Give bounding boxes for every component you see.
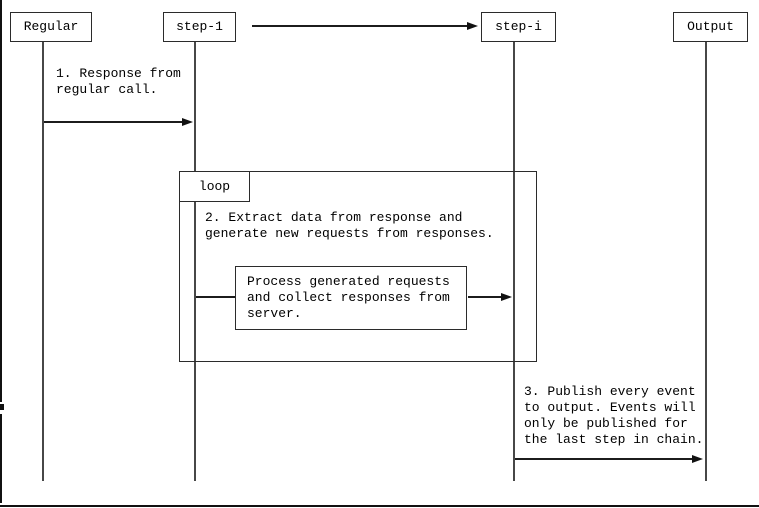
process-box: Process generated requests and collect r…	[235, 266, 467, 330]
bottom-border	[0, 505, 759, 507]
participant-label-regular: Regular	[23, 19, 79, 34]
note-response-from-regular: 1. Response from regular call.	[56, 66, 181, 97]
message-3-arrow-head-icon	[692, 454, 703, 463]
left-border	[0, 0, 2, 503]
lifeline-step-1	[194, 42, 196, 481]
header-arrow-head-icon	[467, 21, 478, 30]
note-publish-events: 3. Publish every event to output. Events…	[524, 384, 704, 447]
process-out-line	[468, 296, 502, 298]
loop-label-box: loop	[179, 171, 250, 202]
participant-box-regular: Regular	[10, 12, 92, 42]
process-out-arrow-head-icon	[501, 292, 512, 301]
header-arrow-line	[252, 25, 467, 27]
lifeline-step-i	[513, 42, 515, 481]
participant-label-step-i: step-i	[495, 19, 542, 34]
loop-frame	[179, 171, 537, 362]
participant-box-output: Output	[673, 12, 748, 42]
participant-box-step-i: step-i	[481, 12, 556, 42]
lifeline-output	[705, 42, 707, 481]
note-extract-data: 2. Extract data from response and genera…	[205, 210, 494, 241]
message-1-line	[44, 121, 182, 123]
participant-label-step-1: step-1	[176, 19, 223, 34]
participant-box-step-1: step-1	[163, 12, 236, 42]
process-in-line	[196, 296, 235, 298]
lifeline-regular	[42, 42, 44, 481]
message-1-arrow-head-icon	[182, 117, 193, 126]
loop-label: loop	[198, 179, 231, 194]
message-3-line	[515, 458, 692, 460]
left-border-caret	[0, 404, 4, 410]
participant-label-output: Output	[687, 19, 734, 34]
